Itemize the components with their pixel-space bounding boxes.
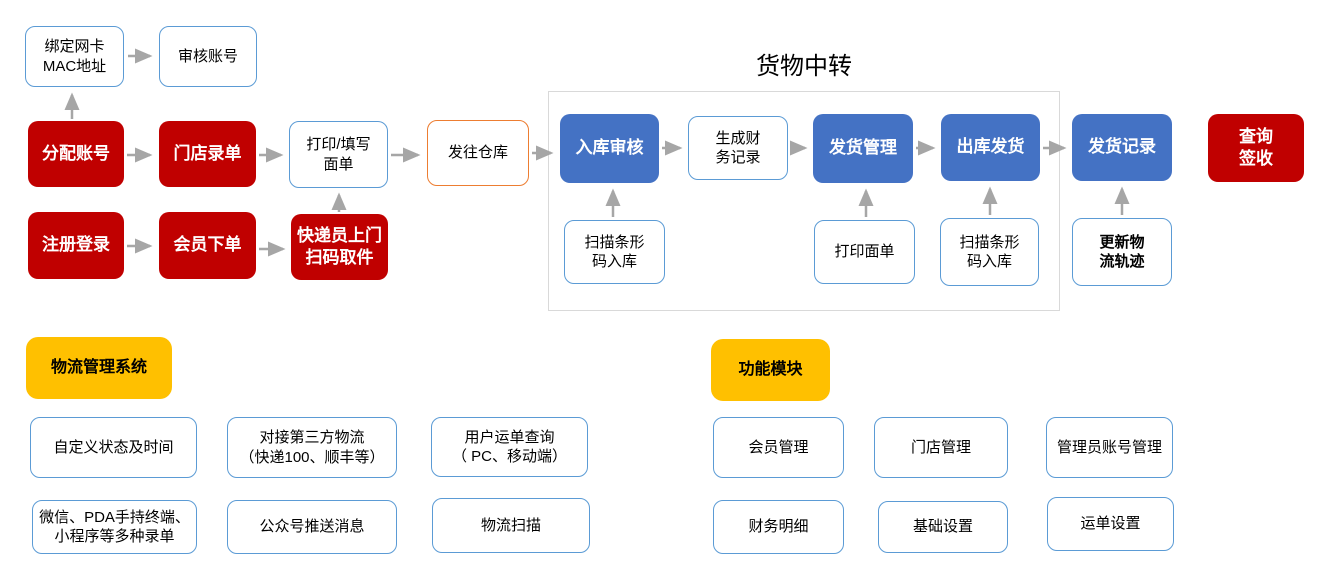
node-pub-push: 公众号推送消息 — [227, 500, 397, 554]
node-logistics-scan: 物流扫描 — [432, 498, 590, 553]
transfer-container — [548, 91, 1060, 311]
node-scan-barcode-1: 扫描条形 码入库 — [564, 220, 665, 284]
node-print-fill: 打印/填写 面单 — [289, 121, 388, 188]
transfer-title: 货物中转 — [756, 53, 852, 80]
node-query-sign: 查询 签收 — [1208, 114, 1304, 182]
node-print-label: 打印面单 — [814, 220, 915, 284]
node-bind-mac: 绑定网卡 MAC地址 — [25, 26, 124, 87]
node-inbound-audit: 入库审核 — [560, 114, 659, 183]
node-gen-finance: 生成财 务记录 — [688, 116, 788, 180]
node-ship-record: 发货记录 — [1072, 114, 1172, 181]
node-base-settings: 基础设置 — [878, 501, 1008, 553]
node-update-track: 更新物 流轨迹 — [1072, 218, 1172, 286]
node-user-query: 用户运单查询 （ PC、移动端） — [431, 417, 588, 477]
node-store-mgmt: 门店管理 — [874, 417, 1008, 478]
node-custom-status: 自定义状态及时间 — [30, 417, 197, 478]
node-member-mgmt: 会员管理 — [713, 417, 844, 478]
node-audit-account: 审核账号 — [159, 26, 257, 87]
node-outbound-ship: 出库发货 — [941, 114, 1040, 181]
node-register-login: 注册登录 — [28, 212, 124, 279]
node-waybill-settings: 运单设置 — [1047, 497, 1174, 551]
node-finance-detail: 财务明细 — [713, 500, 844, 554]
node-admin-mgmt: 管理员账号管理 — [1046, 417, 1173, 478]
node-store-entry: 门店录单 — [159, 121, 256, 187]
node-member-order: 会员下单 — [159, 212, 256, 279]
node-scan-barcode-2: 扫描条形 码入库 — [940, 218, 1039, 286]
node-ship-mgmt: 发货管理 — [813, 114, 913, 183]
node-third-party: 对接第三方物流 （快递100、顺丰等） — [227, 417, 397, 478]
node-send-warehouse: 发往仓库 — [427, 120, 529, 186]
node-courier-pickup: 快递员上门 扫码取件 — [291, 214, 388, 280]
node-assign-account: 分配账号 — [28, 121, 124, 187]
section-func-module: 功能模块 — [711, 339, 830, 401]
section-logistics-system: 物流管理系统 — [26, 337, 172, 399]
node-wechat-pda: 微信、PDA手持终端、 小程序等多种录单 — [32, 500, 197, 554]
